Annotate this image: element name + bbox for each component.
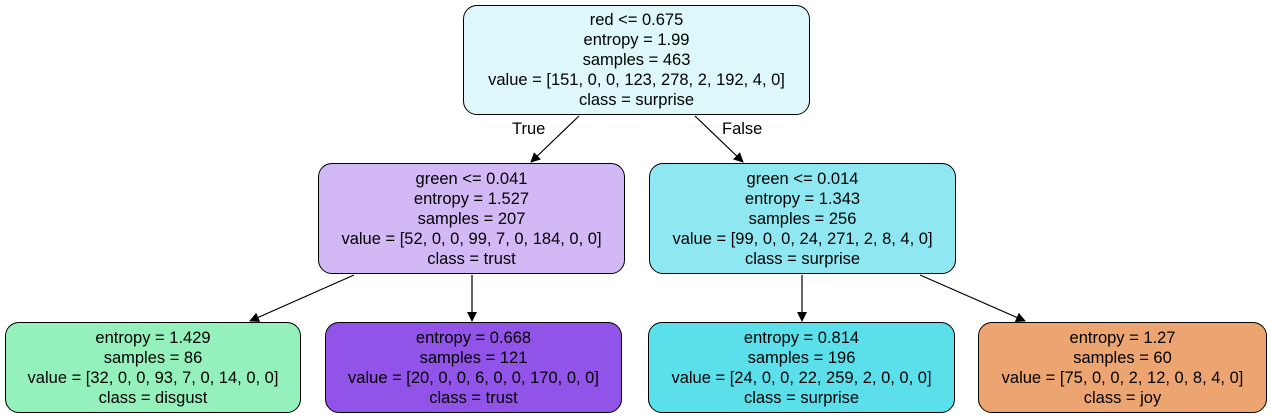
tree-leaf-joy: entropy = 1.27 samples = 60 value = [75,… (978, 322, 1267, 413)
node-class: class = surprise (744, 249, 861, 268)
node-samples: samples = 207 (417, 209, 526, 228)
node-samples: samples = 86 (103, 348, 203, 367)
node-entropy: entropy = 1.27 (1069, 328, 1176, 347)
node-entropy: entropy = 1.343 (744, 189, 861, 208)
node-split-rule: green <= 0.014 (746, 169, 859, 188)
edge-root-to-left (530, 115, 580, 163)
node-samples: samples = 60 (1073, 348, 1172, 367)
node-value: value = [52, 0, 0, 99, 7, 0, 184, 0, 0] (341, 229, 602, 248)
edge-root-to-right (694, 115, 744, 163)
node-class: class = trust (427, 249, 516, 268)
node-split-rule: green <= 0.041 (415, 169, 528, 188)
node-value: value = [32, 0, 0, 93, 7, 0, 14, 0, 0] (27, 368, 279, 387)
node-value: value = [99, 0, 0, 24, 271, 2, 8, 4, 0] (672, 229, 933, 248)
node-entropy: entropy = 1.99 (583, 31, 690, 49)
edge-left-to-leaf-1 (249, 274, 355, 322)
tree-node-right: green <= 0.014 entropy = 1.343 samples =… (649, 163, 956, 274)
edge-label-false: False (722, 120, 763, 138)
node-samples: samples = 463 (582, 51, 691, 69)
node-entropy: entropy = 1.527 (413, 189, 530, 208)
node-value: value = [20, 0, 0, 6, 0, 0, 170, 0, 0] (348, 368, 599, 387)
node-samples: samples = 196 (747, 348, 856, 367)
tree-leaf-surprise: entropy = 0.814 samples = 196 value = [2… (648, 322, 955, 413)
node-entropy: entropy = 1.429 (95, 328, 211, 347)
node-class: class = disgust (98, 388, 208, 407)
tree-leaf-disgust: entropy = 1.429 samples = 86 value = [32… (5, 322, 301, 413)
node-value: value = [151, 0, 0, 123, 278, 2, 192, 4,… (488, 71, 785, 89)
node-class: class = surprise (578, 91, 695, 109)
node-value: value = [75, 0, 0, 2, 12, 0, 8, 4, 0] (1001, 368, 1244, 387)
tree-node-root: red <= 0.675 entropy = 1.99 samples = 46… (463, 5, 810, 115)
edge-label-true: True (512, 120, 546, 138)
node-samples: samples = 121 (419, 348, 528, 367)
tree-node-left: green <= 0.041 entropy = 1.527 samples =… (318, 163, 625, 274)
node-class: class = surprise (743, 388, 860, 407)
node-split-rule: red <= 0.675 (589, 11, 684, 29)
tree-leaf-trust: entropy = 0.668 samples = 121 value = [2… (325, 322, 622, 413)
node-entropy: entropy = 0.668 (415, 328, 532, 347)
node-class: class = joy (1083, 388, 1162, 407)
edge-right-to-leaf-4 (919, 274, 1026, 322)
node-entropy: entropy = 0.814 (743, 328, 860, 347)
node-class: class = trust (429, 388, 518, 407)
node-samples: samples = 256 (748, 209, 857, 228)
node-value: value = [24, 0, 0, 22, 259, 2, 0, 0, 0] (671, 368, 932, 387)
